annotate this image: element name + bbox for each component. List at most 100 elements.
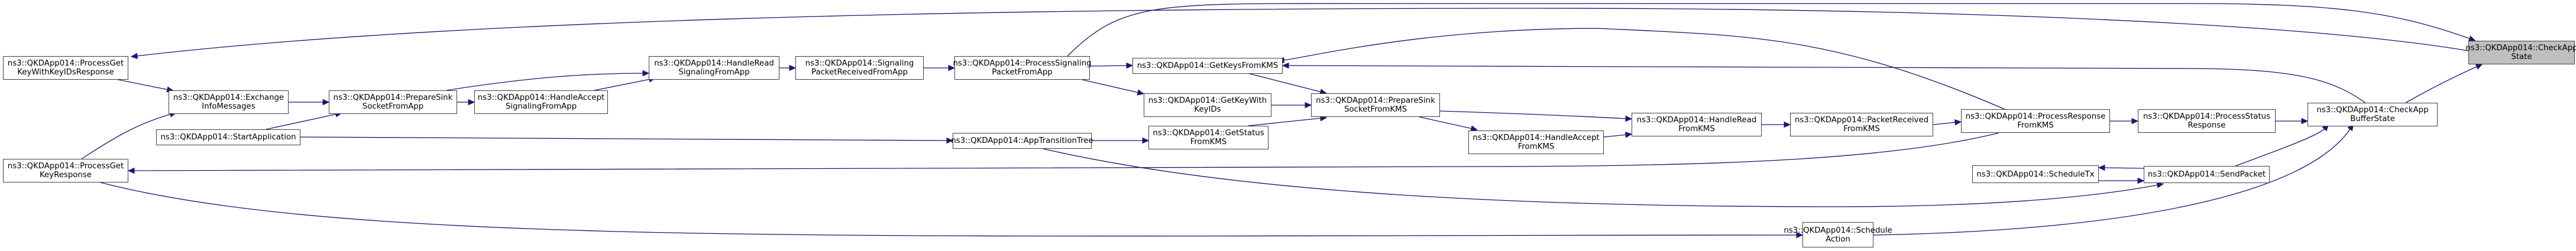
edge-AppTransitionTree-to-GetStatusFromKMS xyxy=(1092,137,1150,144)
node-label-line: ns3::QKDApp014::HandleAccept xyxy=(477,93,605,102)
node-schedule-tx[interactable]: ns3::QKDApp014::ScheduleTx xyxy=(1972,165,2099,183)
edge-PrepareSinkSocketFromApp-to-HandleAcceptSignalingFromApp xyxy=(457,99,475,106)
node-label-line: ns3::QKDApp014::GetStatus xyxy=(1153,129,1264,138)
node-label-line: ns3::QKDApp014::ProcessGet xyxy=(7,59,124,68)
edge-GetStatusFromKMS-to-PrepareSinkSocketFromKMS xyxy=(1247,115,1328,126)
node-label-line: ns3::QKDApp014::ScheduleTx xyxy=(1976,169,2095,179)
node-label-line: ns3::QKDApp014::StartApplication xyxy=(160,133,296,142)
edge-HandleReadSignalingFromApp-to-SignalingPacketReceivedFromApp xyxy=(779,64,797,71)
edge-line xyxy=(135,8,2469,57)
arrowhead-icon xyxy=(2098,164,2105,171)
edge-line xyxy=(1419,116,1473,129)
arrowhead-icon xyxy=(1625,115,1633,122)
edge-CheckAppState-to-ProcessGetKeyWithKeyIDsResponse xyxy=(130,8,2469,59)
edge-SendPacket-to-ScheduleTx xyxy=(2098,164,2144,171)
edge-line xyxy=(1287,65,2366,103)
node-label-line: PacketFromApp xyxy=(992,68,1053,77)
edge-ProcessSignalingPacketFromApp-to-CheckAppState xyxy=(1067,3,2476,57)
arrowhead-icon xyxy=(642,70,650,77)
node-label-line: ns3::QKDApp014::ProcessResponse xyxy=(1965,112,2106,121)
arrowhead-icon xyxy=(1126,62,1134,69)
edge-ScheduleAction-to-CheckAppBufferState xyxy=(1873,123,2354,236)
edge-line xyxy=(594,79,651,91)
node-label: ns3::QKDApp014::ScheduleTx xyxy=(1976,170,2094,179)
arrowhead-icon xyxy=(1137,89,1144,96)
arrowhead-icon xyxy=(2137,177,2145,184)
arrowhead-icon xyxy=(2475,64,2483,70)
arrowhead-icon xyxy=(948,64,956,71)
arrowhead-icon xyxy=(322,99,330,106)
arrowhead-icon xyxy=(946,137,954,144)
edge-line xyxy=(1247,118,1322,126)
edge-ScheduleTx-to-SendPacket xyxy=(2099,177,2145,184)
edge-ProcessSignalingPacketFromApp-to-GetKeyWithKeyIDs xyxy=(1082,79,1144,96)
node-label-line: Response xyxy=(2187,121,2226,130)
node-get-keys-from-kms[interactable]: ns3::QKDApp014::GetKeysFromKMS xyxy=(1132,58,1283,74)
node-send-packet[interactable]: ns3::QKDApp014::SendPacket xyxy=(2144,166,2270,183)
node-label-line: SignalingFromApp xyxy=(505,102,577,111)
arrowhead-icon xyxy=(2156,182,2164,188)
node-label-line: ns3::QKDApp014::GetKeysFromKMS xyxy=(1137,61,1279,70)
edge-HandleReadFromKMS-to-PacketReceivedFromKMS xyxy=(1762,121,1791,128)
edge-line xyxy=(2235,128,2326,167)
node-label: ns3::QKDApp014::GetKeysFromKMS xyxy=(1137,61,1279,70)
edge-line xyxy=(2405,66,2478,103)
node-label: ns3::QKDApp014::AppTransitionTree xyxy=(951,136,1093,145)
edge-AppTransitionTree-to-SendPacket xyxy=(1040,148,2164,207)
node-label-line: ns3::QKDApp014::PrepareSink xyxy=(1316,96,1435,105)
node-label-line: ns3::QKDApp014::Exchange xyxy=(173,93,284,102)
node-app-transition-tree[interactable]: ns3::QKDApp014::AppTransitionTree xyxy=(951,133,1093,149)
arrowhead-icon xyxy=(1784,121,1791,128)
edge-line xyxy=(300,136,949,141)
edge-line xyxy=(81,113,172,159)
node-start-application[interactable]: ns3::QKDApp014::StartApplication xyxy=(156,129,300,145)
edge-PrepareSinkSocketFromKMS-to-HandleAcceptFromKMS xyxy=(1419,116,1478,132)
node-label-line: KeyResponse xyxy=(40,171,92,180)
node-label-line: BufferState xyxy=(2350,115,2395,123)
node-label-line: SocketFromKMS xyxy=(1344,105,1407,114)
arrowhead-icon xyxy=(1796,232,1804,239)
node-label-line: SocketFromApp xyxy=(362,102,424,111)
arrowhead-icon xyxy=(789,64,797,71)
node-label-line: ns3::QKDApp014::GetKeyWith xyxy=(1148,96,1267,105)
edge-line xyxy=(1040,148,2159,207)
node-label-line: Action xyxy=(1826,234,1850,244)
node-label-line: KeyIDs xyxy=(1194,105,1221,114)
node-label: ns3::QKDApp014::StartApplication xyxy=(160,133,296,142)
node-label-line: ns3::QKDApp014::HandleAccept xyxy=(1473,133,1600,142)
edge-PacketReceivedFromKMS-to-ProcessResponseFromKMS xyxy=(1933,119,1962,126)
edge-line xyxy=(266,113,338,130)
edge-ProcessStatusResponse-to-CheckAppBufferState xyxy=(2276,118,2309,125)
